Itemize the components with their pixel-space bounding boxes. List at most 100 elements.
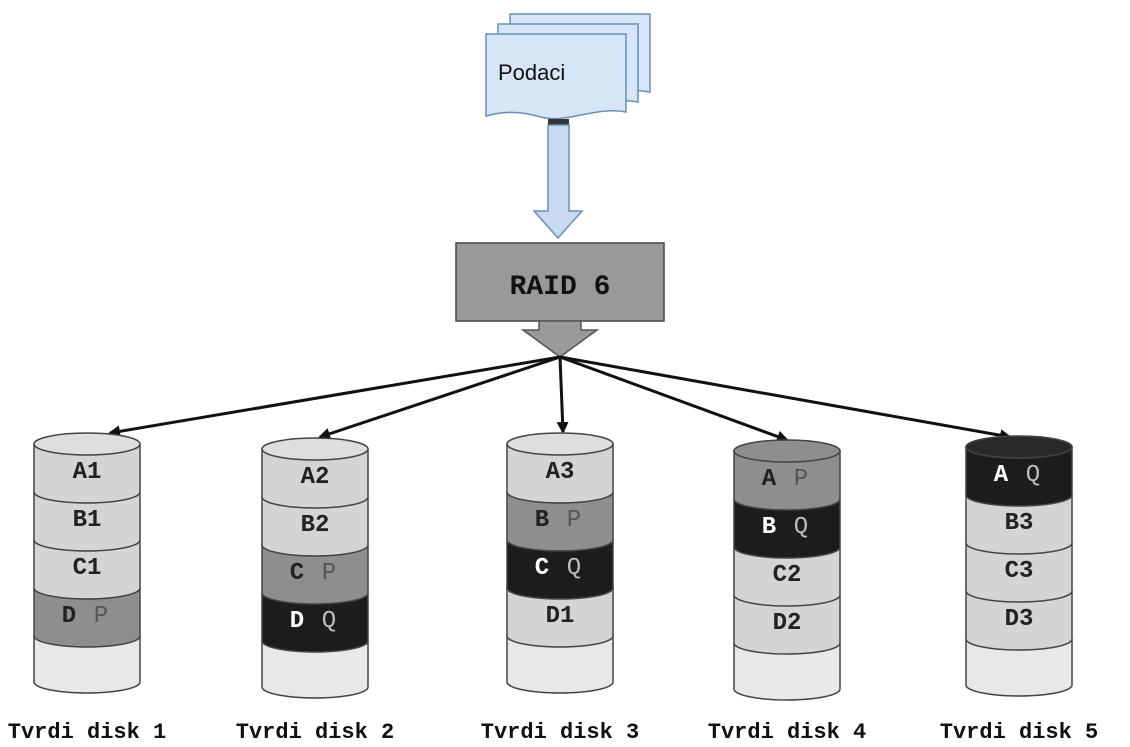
disk-block: B2	[261, 496, 369, 557]
block-label: B3	[1005, 510, 1034, 537]
block-stripe-label: A	[762, 466, 777, 493]
disk-block: B3	[965, 494, 1073, 555]
block-stripe-label: D	[62, 603, 76, 630]
block-stripe-label: B	[762, 514, 776, 541]
block-stripe-label: C	[535, 555, 549, 582]
data-flow-arrow-shape	[532, 124, 584, 240]
disk-block-body	[261, 496, 369, 557]
arrow-to-disk-5	[559, 355, 1012, 442]
disk-block: A2	[261, 448, 369, 509]
disk-block: D2	[733, 594, 841, 655]
disk-block-body	[965, 542, 1073, 603]
disk-empty-space	[733, 642, 841, 701]
raid-controller: RAID 6	[455, 242, 665, 358]
disk-label: Tvrdi disk 1	[8, 720, 166, 745]
block-parity-label: Q	[794, 514, 808, 541]
disk-top	[733, 439, 841, 463]
raid-controller-label: RAID 6	[510, 272, 611, 303]
disk-top	[33, 432, 141, 456]
block-label: A2	[301, 464, 330, 491]
block-label: C3	[1005, 558, 1034, 585]
block-parity-label: P	[567, 507, 581, 534]
disk-top	[261, 437, 369, 461]
block-parity-label: P	[322, 560, 336, 587]
disk-block-body	[33, 587, 141, 648]
block-label: A3	[546, 459, 575, 486]
disk-block: D3	[965, 590, 1073, 651]
block-stripe-label: C	[290, 560, 304, 587]
disk-label: Tvrdi disk 3	[481, 720, 639, 745]
disk-block: D1	[506, 587, 614, 648]
disk-block-body	[506, 443, 614, 504]
disk-block-body	[33, 539, 141, 600]
block-label: D3	[1005, 606, 1034, 633]
disk-top	[965, 435, 1073, 459]
disk-block: C3	[965, 542, 1073, 603]
disk-block: B1	[33, 491, 141, 552]
data-source-documents: Podaci	[485, 13, 651, 120]
disk-block-body	[965, 590, 1073, 651]
disk-empty-space	[261, 640, 369, 699]
distribution-arrows	[108, 355, 1012, 443]
arrow-to-disk-1	[108, 355, 561, 438]
disk-label: Tvrdi disk 2	[236, 720, 394, 745]
block-stripe-label: D	[290, 608, 304, 635]
raid-output-arrow	[520, 320, 600, 358]
data-flow-arrow	[532, 119, 584, 240]
disk-block-body	[733, 546, 841, 607]
block-parity-label: P	[794, 466, 808, 493]
disk-block-body	[261, 592, 369, 653]
raid-controller-box	[455, 242, 665, 322]
disk-empty-space	[33, 635, 141, 694]
disk-block: C2	[733, 546, 841, 607]
block-parity-label: Q	[1026, 462, 1040, 489]
block-label: A1	[73, 459, 102, 486]
disk-label: Tvrdi disk 5	[940, 720, 1098, 745]
disk-empty-space	[965, 638, 1073, 697]
disk-block-body	[506, 587, 614, 648]
disk-block-body	[261, 448, 369, 509]
disk-block-body	[733, 498, 841, 559]
disk-block-body	[965, 494, 1073, 555]
block-label: D1	[546, 603, 575, 630]
block-label: B1	[73, 507, 102, 534]
disk-block-body	[33, 491, 141, 552]
arrow-to-disk-4	[559, 355, 789, 443]
block-stripe-label: A	[994, 462, 1009, 489]
block-label: D2	[773, 610, 802, 637]
block-stripe-label: B	[535, 507, 549, 534]
disk-empty-space	[506, 635, 614, 694]
disk-block-body	[261, 544, 369, 605]
disk-block-body	[506, 491, 614, 552]
disk-block-body	[733, 450, 841, 511]
disk-block: A3	[506, 443, 614, 504]
block-label: C2	[773, 562, 802, 589]
disk-block-body	[965, 446, 1073, 507]
data-source-label: Podaci	[498, 60, 565, 85]
disk-block-body	[733, 594, 841, 655]
block-label: B2	[301, 512, 330, 539]
arrow-to-disk-3	[556, 356, 569, 434]
disk-block: C1	[33, 539, 141, 600]
arrow-to-disk-2	[318, 355, 561, 440]
disk-block-body	[506, 539, 614, 600]
block-parity-label: P	[94, 603, 108, 630]
disk-top	[506, 432, 614, 456]
disk-label: Tvrdi disk 4	[708, 720, 866, 745]
document-sheet-front	[485, 33, 627, 120]
block-label: C1	[73, 555, 102, 582]
block-parity-label: Q	[322, 608, 336, 635]
